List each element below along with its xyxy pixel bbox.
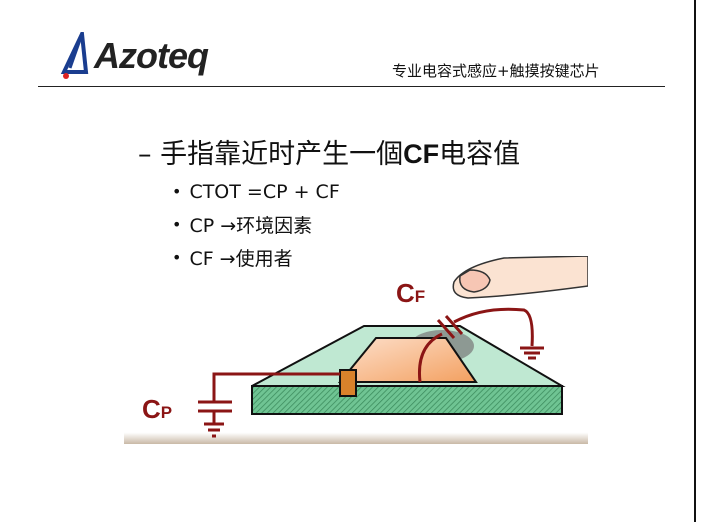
- wiring: [198, 307, 544, 438]
- finger: [452, 256, 588, 299]
- slide-edge: [694, 0, 696, 522]
- heading-pre: 手指靠近时产生一個: [160, 139, 404, 170]
- heading-post: 电容值: [439, 139, 521, 170]
- bullet-item: CTOT =CP + CF: [172, 175, 339, 208]
- bullet-item: CF →使用者: [172, 241, 340, 274]
- cf-label: CF: [396, 278, 425, 308]
- heading-dash: –: [138, 139, 152, 170]
- tagline: 专业电容式感应+触摸按键芯片: [392, 62, 600, 80]
- capacitance-diagram: CF CP: [124, 256, 588, 444]
- slide-heading: – 手指靠近时产生一個CF电容值: [138, 132, 520, 171]
- azoteq-logo: Azoteq: [60, 30, 209, 82]
- pad-contact: [339, 369, 357, 397]
- bullet-item: CP →环境因素: [172, 208, 340, 241]
- logo-mark-icon: [60, 32, 89, 79]
- pcb-board: [251, 325, 566, 415]
- header-divider: [38, 86, 665, 87]
- cp-label: CP: [142, 394, 172, 424]
- logo-text: Azoteq: [94, 35, 209, 76]
- heading-bold: CF: [403, 139, 440, 169]
- bullet-list: CTOT =CP + CF CP →环境因素 CF →使用者: [172, 175, 340, 274]
- sensor-pad: [337, 337, 478, 383]
